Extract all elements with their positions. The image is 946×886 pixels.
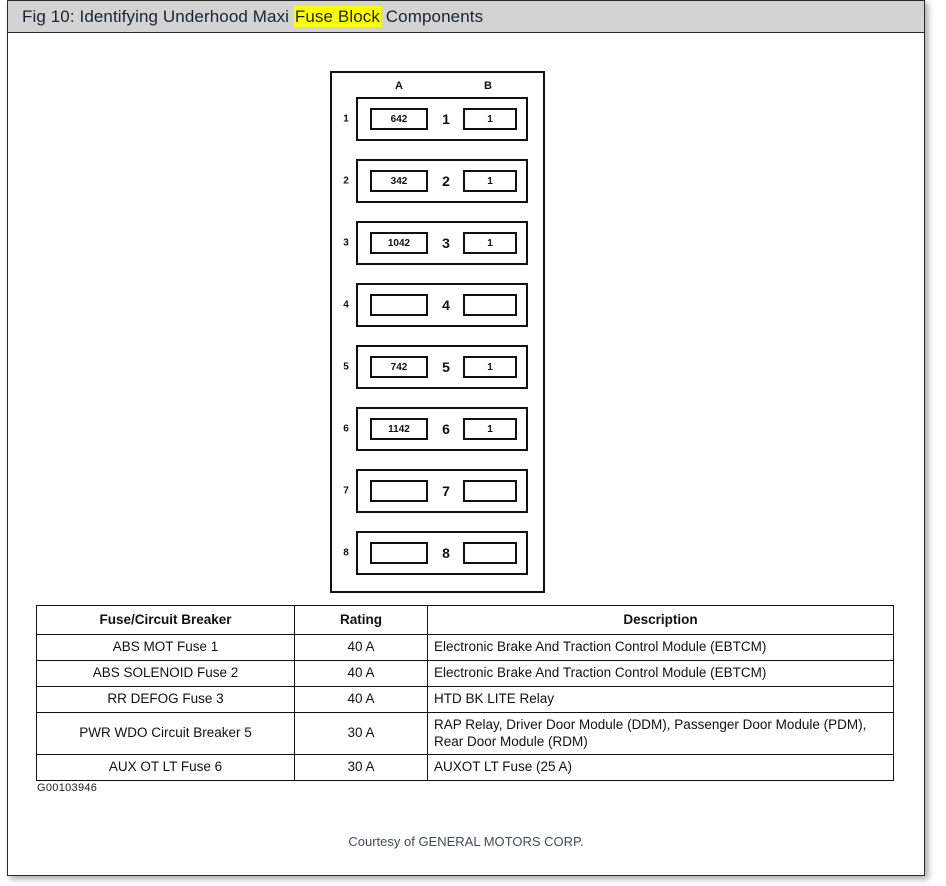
cell-fuse-circuit-breaker: ABS SOLENOID Fuse 2 xyxy=(36,659,295,687)
fuse-slot-center-number: 3 xyxy=(442,235,450,251)
fuse-row-number: 2 xyxy=(343,175,349,187)
fuse-slot-a xyxy=(370,542,428,564)
fuse-slot-b xyxy=(463,294,517,316)
title-text-before: Fig 10: Identifying Underhood Maxi xyxy=(22,6,294,26)
cell-rating: 40 A xyxy=(294,634,428,661)
table-header-row: Fuse/Circuit Breaker Rating Description xyxy=(36,605,894,635)
document-page: Fig 10: Identifying Underhood Maxi Fuse … xyxy=(7,0,925,876)
fuse-slot-center-number: 8 xyxy=(442,545,450,561)
fuse-slot-b: 1 xyxy=(463,418,517,440)
courtesy-line: Courtesy of GENERAL MOTORS CORP. xyxy=(348,834,584,849)
column-header-rating: Rating xyxy=(294,605,428,635)
figure-title-bar: Fig 10: Identifying Underhood Maxi Fuse … xyxy=(8,1,924,33)
figure-id-label: G00103946 xyxy=(37,782,98,794)
cell-rating: 30 A xyxy=(294,754,428,782)
fuse-slot-b: 1 xyxy=(463,170,517,192)
fuse-row-number: 1 xyxy=(343,113,349,125)
cell-fuse-circuit-breaker: PWR WDO Circuit Breaker 5 xyxy=(36,711,295,756)
fuse-circuit-breaker-table: Fuse/Circuit Breaker Rating Description … xyxy=(36,605,894,782)
fuse-slot-a: 342 xyxy=(370,170,428,192)
fuse-slot-a: 1042 xyxy=(370,232,428,254)
cell-fuse-circuit-breaker: ABS MOT Fuse 1 xyxy=(36,634,295,661)
fuse-slot-center-number: 7 xyxy=(442,483,450,499)
fuse-slot-center-number: 2 xyxy=(442,173,450,189)
page-title: Fig 10: Identifying Underhood Maxi Fuse … xyxy=(22,5,484,27)
fuse-slot-center-number: 6 xyxy=(442,421,450,437)
fuse-slot-a xyxy=(370,480,428,502)
cell-description: HTD BK LITE Relay xyxy=(427,685,894,713)
cell-fuse-circuit-breaker: RR DEFOG Fuse 3 xyxy=(36,685,295,713)
fuse-slot-a: 1142 xyxy=(370,418,428,440)
fuse-slot-center-number: 5 xyxy=(442,359,450,375)
cell-description: Electronic Brake And Traction Control Mo… xyxy=(427,659,894,687)
fuse-slot-a xyxy=(370,294,428,316)
fuse-slot-b: 1 xyxy=(463,356,517,378)
cell-description: AUXOT LT Fuse (25 A) xyxy=(427,754,894,782)
cell-description: RAP Relay, Driver Door Module (DDM), Pas… xyxy=(427,711,894,756)
fuse-slot-b xyxy=(463,480,517,502)
fuse-column-header-a: A xyxy=(395,80,403,92)
column-header-description: Description xyxy=(427,605,894,635)
fuse-slot-center-number: 1 xyxy=(442,111,450,127)
fuse-column-header-b: B xyxy=(484,80,492,92)
cell-description: Electronic Brake And Traction Control Mo… xyxy=(427,634,894,661)
fuse-row-number: 8 xyxy=(343,547,349,559)
fuse-row-number: 3 xyxy=(343,237,349,249)
cell-rating: 40 A xyxy=(294,659,428,687)
cell-rating: 40 A xyxy=(294,685,428,713)
fuse-row-number: 4 xyxy=(343,299,349,311)
title-text-after: Components xyxy=(380,6,484,26)
fuse-slot-a: 642 xyxy=(370,108,428,130)
fuse-slot-a: 742 xyxy=(370,356,428,378)
fuse-slot-b xyxy=(463,542,517,564)
cell-fuse-circuit-breaker: AUX OT LT Fuse 6 xyxy=(36,754,295,782)
fuse-slot-b: 1 xyxy=(463,232,517,254)
cell-rating: 30 A xyxy=(294,711,428,756)
fuse-row-number: 7 xyxy=(343,485,349,497)
title-highlight-fuse-block: Fuse Block xyxy=(293,5,381,27)
fuse-row-number: 5 xyxy=(343,361,349,373)
fuse-row-number: 6 xyxy=(343,423,349,435)
column-header-fuse-circuit-breaker: Fuse/Circuit Breaker xyxy=(36,605,295,635)
fuse-slot-b: 1 xyxy=(463,108,517,130)
fuse-slot-center-number: 4 xyxy=(442,297,450,313)
